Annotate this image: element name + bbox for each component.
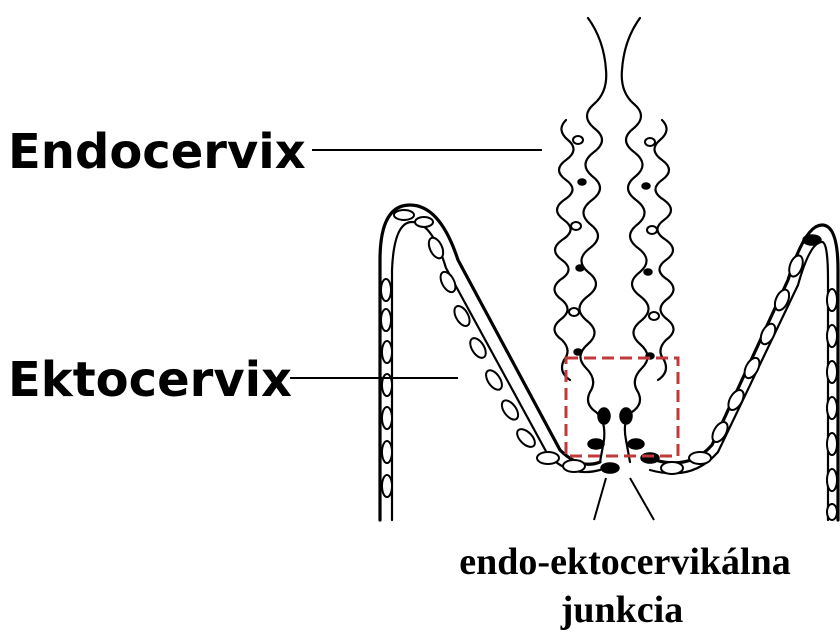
junction-label-line2: junkcia: [560, 589, 683, 631]
junction-highlight-box: [566, 358, 678, 456]
ektocervix-label: Ektocervix: [8, 352, 292, 408]
endocervix-label: Endocervix: [8, 124, 306, 180]
junction-leader-line-right: [630, 478, 654, 520]
endocervix-canal: [554, 18, 673, 473]
junction-leader-line-left: [594, 478, 606, 520]
junction-label-line1: endo-ektocervikálna: [459, 541, 790, 583]
